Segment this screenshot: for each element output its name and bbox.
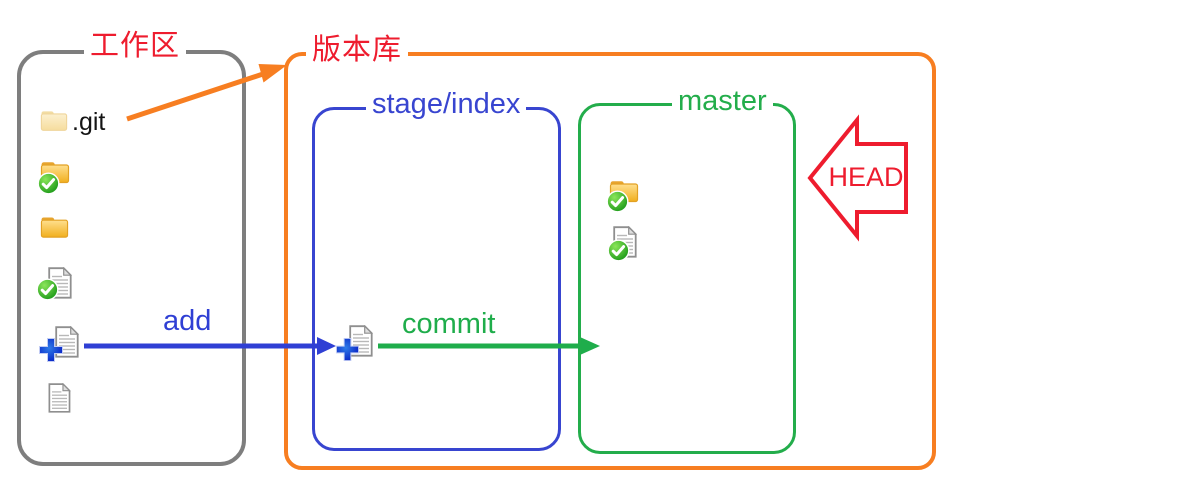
- committed-folder-icon: [606, 178, 641, 218]
- check-badge-icon: [607, 239, 630, 262]
- repository-label: 版本库: [306, 35, 409, 65]
- stage-label: stage/index: [366, 89, 527, 119]
- commit-arrow-label: commit: [402, 308, 496, 340]
- git-folder-label: .git: [72, 108, 106, 136]
- master-box: [578, 103, 796, 454]
- plus-badge-icon: [39, 338, 63, 362]
- added-file-icon: [39, 325, 81, 368]
- check-badge-icon: [37, 172, 60, 195]
- master-label: master: [672, 86, 773, 116]
- check-badge-icon: [606, 190, 629, 213]
- committed-file-icon: [607, 225, 641, 268]
- stage-box: [312, 107, 561, 451]
- staged-added-file-icon: [335, 324, 375, 367]
- check-badge-icon: [36, 278, 59, 301]
- checked-folder-icon: [37, 159, 70, 201]
- workspace-label: 工作区: [84, 31, 187, 61]
- checked-file-icon: [36, 266, 74, 309]
- add-arrow-label: add: [163, 305, 212, 337]
- plus-badge-icon: [335, 337, 360, 362]
- folder-icon: [40, 214, 69, 244]
- git-folder-icon: [40, 108, 68, 137]
- repository-box: [284, 52, 936, 470]
- blank-file-icon: [48, 382, 71, 418]
- head-label: HEAD: [828, 162, 904, 192]
